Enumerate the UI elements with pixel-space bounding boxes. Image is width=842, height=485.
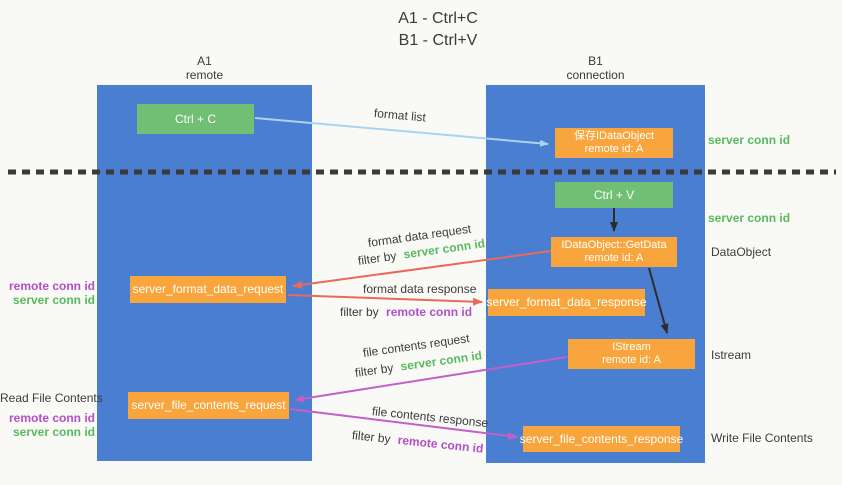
save-idataobject-line1: 保存IDataObject [573,130,655,142]
format-data-response-label: format data response [363,282,476,296]
left-server-conn-id-1: server conn id [12,293,95,307]
title-line-2: B1 - Ctrl+V [398,32,478,49]
left-remote-conn-id-2: remote conn id [8,411,95,425]
idataobject-getdata-line2: remote id: A [584,252,644,264]
save-idataobject-line2: remote id: A [584,143,644,155]
column-b-header: B1 connection [486,54,705,82]
idataobject-getdata-node: IDataObject::GetData remote id: A [551,237,677,267]
server-file-contents-response-label: server_file_contents_response [519,431,684,446]
ctrl-v-node: Ctrl + V [555,182,673,208]
remote-conn-id-text: remote conn id [397,432,485,456]
file-contents-response-text: file contents response [371,404,489,431]
istream-line1: IStream [612,341,651,353]
ctrl-v-label: Ctrl + V [593,187,635,202]
server-file-contents-request-label: server_file_contents_request [131,398,286,412]
dataobject-label: DataObject [711,245,772,259]
left-remote-conn-id-1: remote conn id [8,279,95,293]
server-format-data-request-node: server_format_data_request [130,276,286,303]
column-a-header: A1 remote [97,54,312,82]
server-format-data-response-node: server_format_data_response [486,289,647,316]
column-b-name: B1 [588,54,603,68]
column-a-role: remote [185,68,224,82]
istream-node: IStream remote id: A [568,339,695,369]
filter-by-text: filter by [340,305,379,319]
server-format-data-request-label: server_format_data_request [132,282,284,296]
column-b-role: connection [566,68,625,82]
diagram-title: A1 - Ctrl+C B1 - Ctrl+V [338,8,538,52]
ctrl-c-label: Ctrl + C [174,111,216,126]
right-server-conn-id-2: server conn id [708,211,791,225]
left-server-conn-id-2: server conn id [12,425,95,439]
remote-conn-id-text: remote conn id [386,305,473,319]
file-contents-response-filter-label: filter by remote conn id [351,428,484,456]
right-server-conn-id-1: server conn id [708,133,791,147]
istream-right-label: Istream [711,348,752,362]
read-file-contents-label: Read File Contents [0,391,103,405]
format-list-label: format list [373,106,426,124]
istream-line2: remote id: A [602,354,661,366]
save-idataobject-node: 保存IDataObject remote id: A [555,128,673,158]
filter-by-text: filter by [351,428,392,447]
title-line-1: A1 - Ctrl+C [398,10,478,27]
server-file-contents-request-node: server_file_contents_request [128,392,289,419]
server-file-contents-response-node: server_file_contents_response [519,426,684,452]
column-a-name: A1 [197,54,212,68]
format-data-response-text: format data response [363,282,477,296]
format-data-response-arrow [287,294,483,306]
ctrl-c-node: Ctrl + C [137,104,254,134]
idataobject-getdata-line1: IDataObject::GetData [561,239,667,251]
write-file-contents-label: Write File Contents [711,431,813,445]
filter-by-text: filter by [357,248,398,268]
filter-by-text: filter by [354,360,395,380]
server-format-data-response-label: server_format_data_response [486,295,647,309]
format-list-text: format list [373,106,427,125]
file-contents-response-label: file contents response [371,404,489,430]
format-data-response-filter-label: filter by remote conn id [340,305,472,319]
